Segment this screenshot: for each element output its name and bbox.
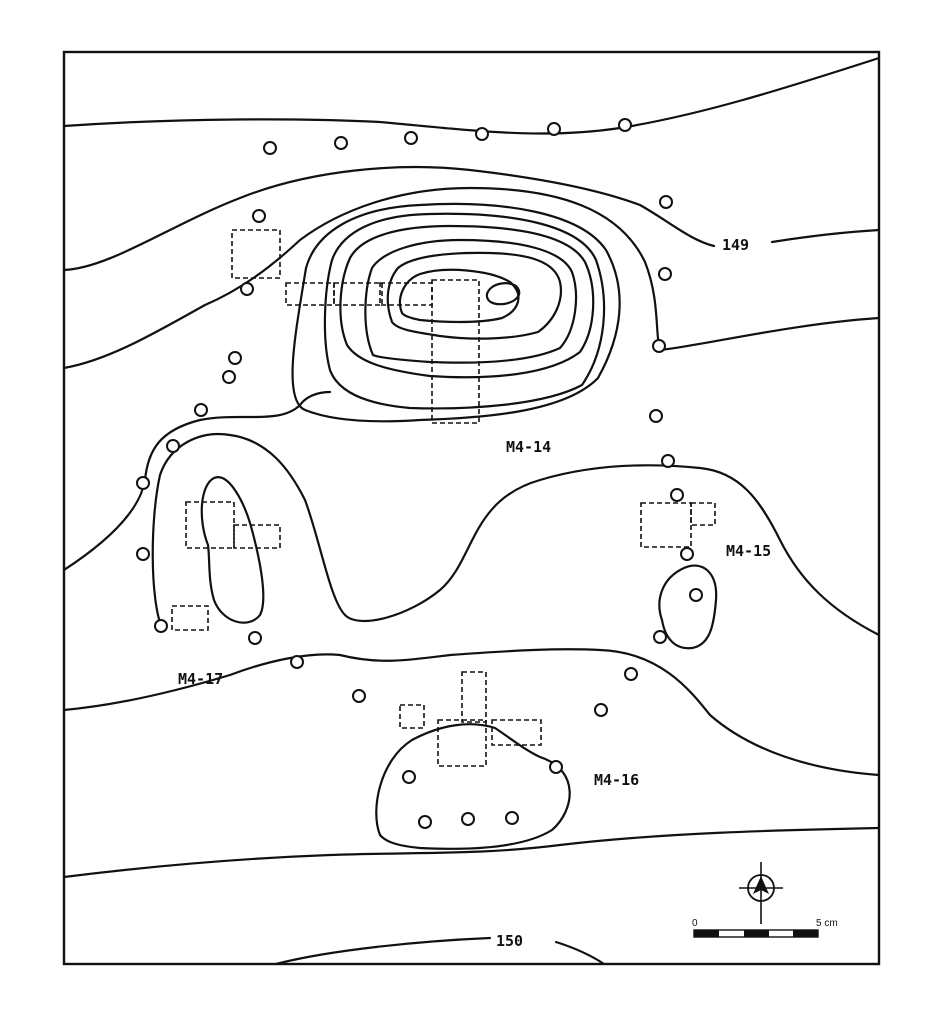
post-hole	[222, 370, 236, 384]
contour-knoll-1	[291, 202, 621, 423]
contour-150-left	[274, 936, 492, 964]
excavation-unit	[437, 719, 487, 767]
excavation-unit	[171, 605, 209, 631]
post-hole	[670, 488, 684, 502]
post-hole	[136, 476, 150, 490]
contour-m4-17-closed	[200, 476, 265, 624]
post-hole	[461, 812, 475, 826]
contour-summit	[485, 282, 521, 306]
contour-label-150: 150	[496, 932, 523, 950]
post-hole	[624, 667, 638, 681]
post-hole	[652, 339, 666, 353]
contour-label-149: 149	[722, 236, 749, 254]
post-hole	[661, 454, 675, 468]
post-hole	[240, 282, 254, 296]
excavation-unit	[233, 524, 281, 549]
contour-top	[64, 56, 879, 135]
excavation-unit	[491, 719, 542, 746]
contour-south-lobe	[151, 432, 879, 637]
post-hole	[352, 689, 366, 703]
post-hole	[248, 631, 262, 645]
excavation-unit	[333, 282, 383, 306]
post-hole	[649, 409, 663, 423]
post-hole	[618, 118, 632, 132]
north-arrow-icon	[739, 862, 783, 924]
post-hole	[659, 195, 673, 209]
post-hole	[475, 127, 489, 141]
post-hole	[136, 547, 150, 561]
post-hole	[680, 547, 694, 561]
post-hole	[594, 703, 608, 717]
scale-end-label: 5 cm	[816, 918, 838, 929]
excavation-unit	[431, 279, 480, 424]
post-hole	[252, 209, 266, 223]
contour-knoll-5	[386, 251, 562, 340]
excavation-unit	[690, 502, 716, 526]
contour-149-right	[770, 228, 879, 244]
excavation-unit	[640, 502, 692, 548]
feature-label-m4-15: M4-15	[726, 542, 771, 560]
post-hole	[404, 131, 418, 145]
scale-start-label: 0	[692, 918, 698, 929]
contour-bottom-wide	[64, 826, 879, 879]
contour-middle	[64, 390, 332, 572]
contour-knoll-2	[323, 212, 606, 410]
excavation-unit	[379, 282, 433, 306]
post-hole	[505, 811, 519, 825]
feature-label-m4-17: M4-17	[178, 670, 223, 688]
contour-m4-15-closed	[658, 564, 718, 650]
excavation-units	[171, 229, 716, 767]
contour-knoll-6	[398, 268, 520, 324]
feature-label-m4-16: M4-16	[594, 771, 639, 789]
excavation-unit	[461, 671, 487, 723]
post-hole	[154, 619, 168, 633]
post-hole	[263, 141, 277, 155]
post-hole	[689, 588, 703, 602]
post-hole	[658, 267, 672, 281]
post-hole	[653, 630, 667, 644]
post-hole	[194, 403, 208, 417]
post-hole	[228, 351, 242, 365]
post-hole	[549, 760, 563, 774]
contour-150-right	[554, 940, 606, 964]
contour-lower	[64, 648, 879, 777]
contour-knoll-4	[364, 238, 578, 364]
post-holes	[136, 118, 703, 829]
excavation-unit	[399, 704, 425, 729]
feature-label-m4-14: M4-14	[506, 438, 551, 456]
post-hole	[402, 770, 416, 784]
post-hole	[418, 815, 432, 829]
contour-upper-wave	[64, 186, 879, 370]
scale-bar: 0 5 cm	[692, 918, 838, 938]
excavation-unit	[185, 501, 235, 549]
post-hole	[290, 655, 304, 669]
post-hole	[547, 122, 561, 136]
excavation-unit	[231, 229, 281, 279]
contour-m4-16-closed	[375, 723, 571, 850]
post-hole	[334, 136, 348, 150]
contour-149-left	[64, 165, 716, 272]
post-hole	[166, 439, 180, 453]
